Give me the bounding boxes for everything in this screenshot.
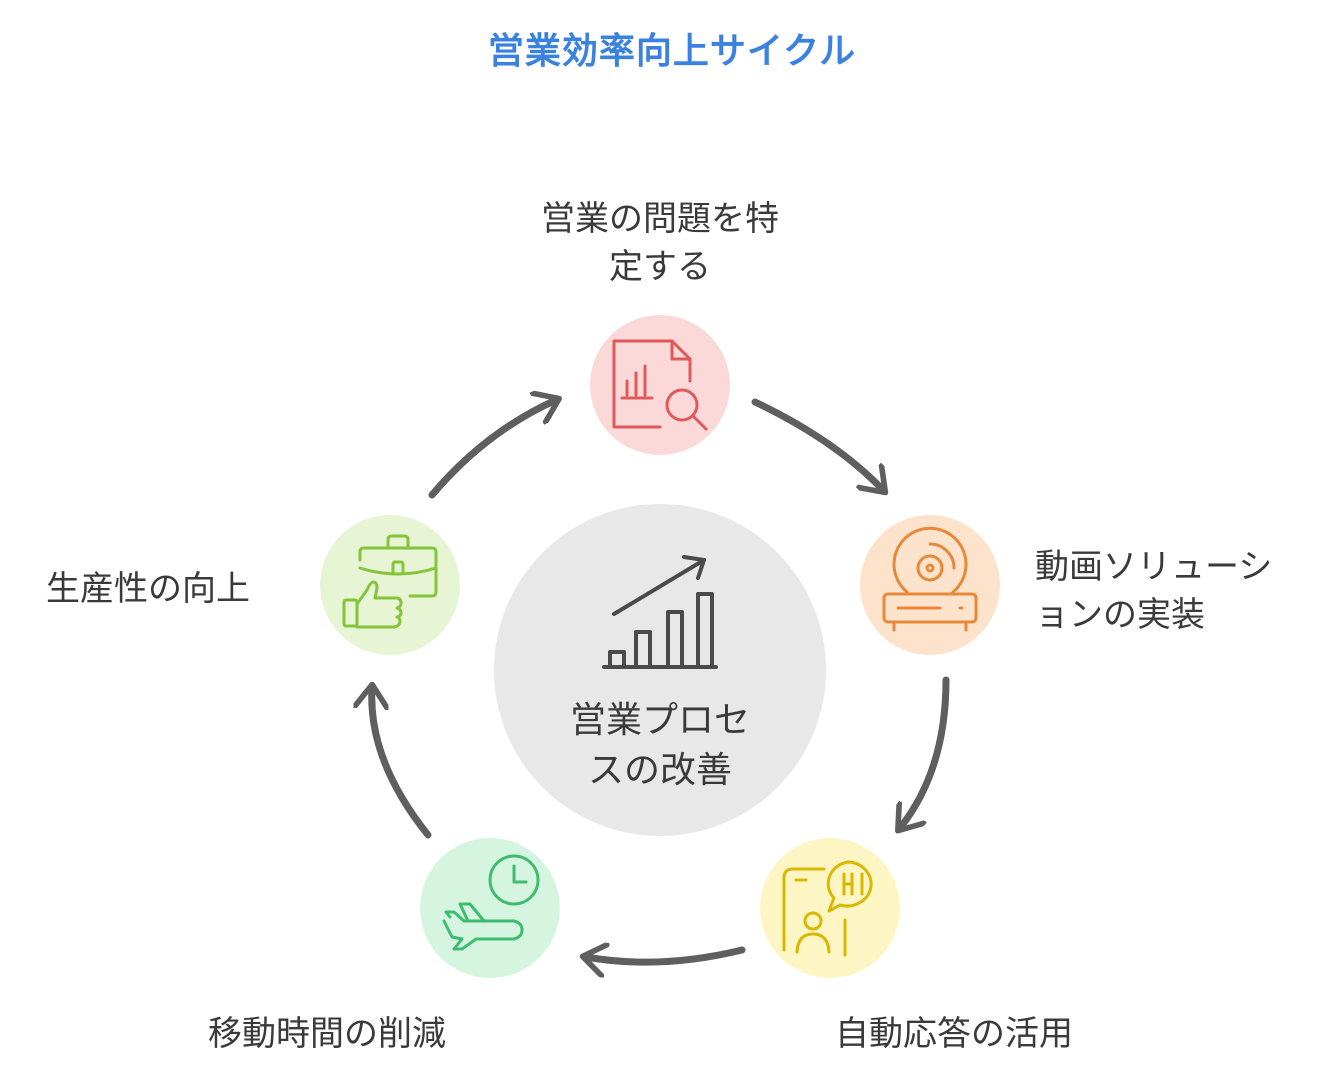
step-1-circle — [590, 315, 730, 455]
step-4-label: 移動時間の削減 — [208, 1014, 446, 1054]
phone-chat-hi-icon — [782, 860, 873, 957]
arrow-2-to-3 — [900, 676, 950, 828]
step-2-circle — [860, 515, 1000, 655]
video-disc-player-icon — [882, 526, 978, 632]
arrow-5-to-1 — [428, 400, 556, 499]
step-3-label: 自動応答の活用 — [835, 1014, 1073, 1054]
briefcase-thumbs-up-icon — [342, 534, 438, 629]
step-4-circle — [420, 838, 560, 978]
chart-growth-icon — [602, 555, 718, 669]
step-1-label: 営業の問題を特 定する — [541, 199, 779, 287]
step-2-label: 動画ソリューシ ョンの実装 — [1035, 547, 1273, 635]
airplane-clock-icon — [442, 854, 540, 951]
document-search-icon — [612, 339, 708, 431]
arrow-3-to-4 — [586, 950, 746, 962]
step-5-label: 生産性の向上 — [46, 569, 250, 609]
center-label: 営業プロセ スの改善 — [569, 700, 750, 791]
center-circle — [494, 504, 826, 836]
diagram-title: 営業効率向上サイクル — [487, 31, 857, 72]
step-5-circle — [320, 515, 460, 655]
arrow-4-to-5 — [372, 688, 432, 839]
arrow-1-to-2 — [751, 398, 883, 490]
